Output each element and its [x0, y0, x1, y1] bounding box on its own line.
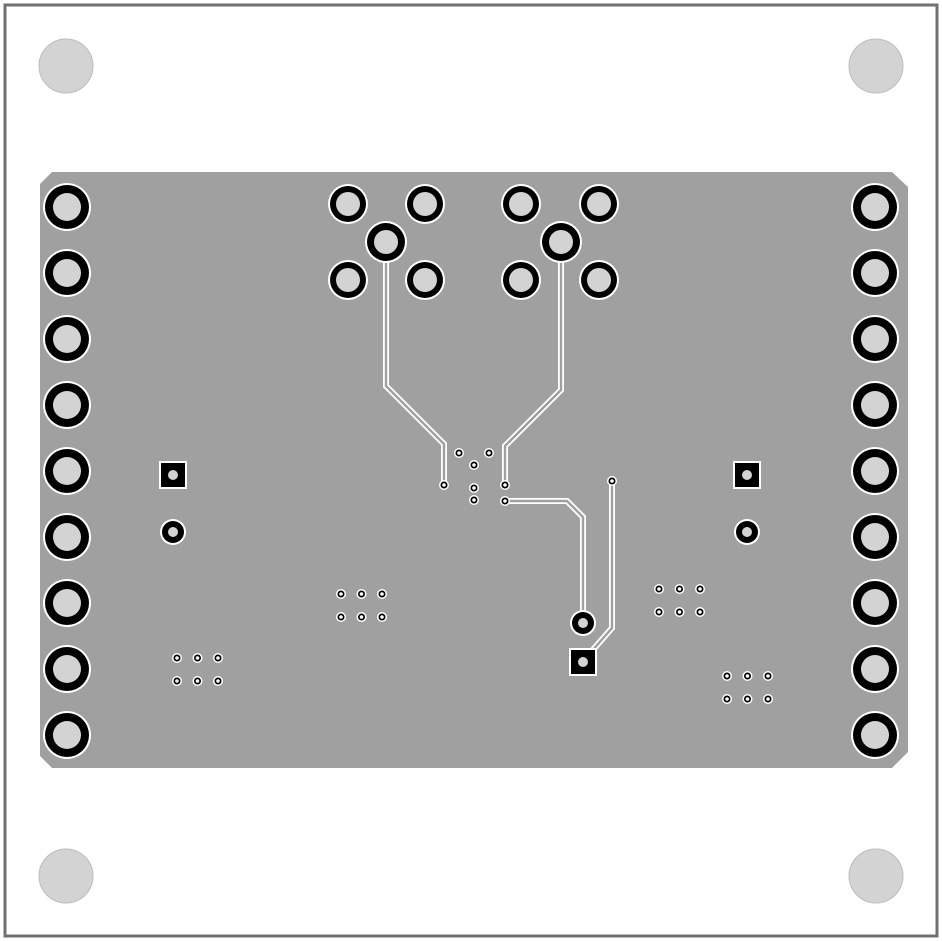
through-hole-pad-icon	[43, 711, 91, 759]
via-icon	[722, 694, 732, 704]
through-hole-pad-icon	[501, 184, 541, 224]
via-icon	[172, 676, 182, 686]
through-hole-pad-icon	[43, 579, 91, 627]
trace-icon	[383, 242, 447, 485]
through-hole-pad-icon	[734, 519, 760, 545]
through-hole-pad-icon	[540, 221, 582, 263]
via-icon	[674, 607, 685, 617]
via-icon	[213, 653, 223, 663]
through-hole-pad-icon	[851, 315, 899, 363]
through-hole-pad-icon	[43, 249, 91, 297]
via-icon	[336, 612, 346, 622]
through-hole-pad-icon	[851, 579, 899, 627]
through-hole-pad-icon	[851, 711, 899, 759]
via-icon	[674, 584, 685, 594]
mounting-hole-icon	[38, 848, 94, 904]
through-hole-pad-icon	[328, 260, 368, 300]
square-pad-icon	[159, 461, 187, 489]
through-hole-pad-icon	[851, 513, 899, 561]
mounting-hole-icon	[38, 38, 94, 94]
via-icon	[722, 671, 732, 681]
through-hole-pad-icon	[43, 447, 91, 495]
via-icon	[742, 671, 753, 681]
via-icon	[454, 448, 464, 458]
mounting-holes	[38, 38, 904, 904]
via-icon	[356, 589, 367, 599]
through-hole-pad-icon	[405, 260, 445, 300]
through-hole-pad-icon	[43, 513, 91, 561]
through-hole-pad-icon	[851, 381, 899, 429]
via-icon	[192, 676, 203, 686]
via-icon	[336, 589, 346, 599]
trace-icon	[505, 498, 586, 623]
through-hole-pad-icon	[851, 249, 899, 297]
via-icon	[763, 694, 773, 704]
square-pad-icon	[569, 648, 597, 676]
through-hole-pad-icon	[579, 184, 619, 224]
through-hole-pad-icon	[405, 184, 445, 224]
via-icon	[469, 460, 479, 470]
through-hole-pad-icon	[851, 183, 899, 231]
via-icon	[377, 612, 387, 622]
square-pad-icon	[733, 461, 761, 489]
via-icon	[654, 607, 664, 617]
through-hole-pad-icon	[501, 260, 541, 300]
through-hole-pad-icon	[579, 260, 619, 300]
trace-icon	[502, 242, 564, 485]
via-icon	[484, 448, 494, 458]
through-hole-pad-icon	[365, 221, 407, 263]
via-icon	[742, 694, 753, 704]
via-icon	[763, 671, 773, 681]
through-hole-pad-icon	[43, 183, 91, 231]
via-icon	[356, 612, 367, 622]
via-icon	[654, 584, 664, 594]
through-hole-pad-icon	[43, 315, 91, 363]
via-icon	[377, 589, 387, 599]
pads	[43, 183, 899, 759]
through-hole-pad-icon	[851, 447, 899, 495]
via-icon	[469, 495, 479, 505]
through-hole-pad-icon	[160, 519, 186, 545]
through-hole-pad-icon	[43, 645, 91, 693]
via-icon	[695, 607, 705, 617]
via-icon	[192, 653, 203, 663]
through-hole-pad-icon	[43, 381, 91, 429]
via-icon	[695, 584, 705, 594]
via-icon	[439, 480, 449, 490]
via-icon	[469, 483, 479, 493]
mounting-hole-icon	[848, 848, 904, 904]
via-icon	[500, 480, 510, 490]
via-icon	[607, 476, 617, 486]
mounting-hole-icon	[848, 38, 904, 94]
through-hole-pad-icon	[851, 645, 899, 693]
through-hole-pad-icon	[328, 184, 368, 224]
via-icon	[213, 676, 223, 686]
vias	[172, 448, 773, 704]
via-icon	[172, 653, 182, 663]
via-icon	[500, 496, 510, 506]
through-hole-pad-icon	[570, 610, 596, 636]
